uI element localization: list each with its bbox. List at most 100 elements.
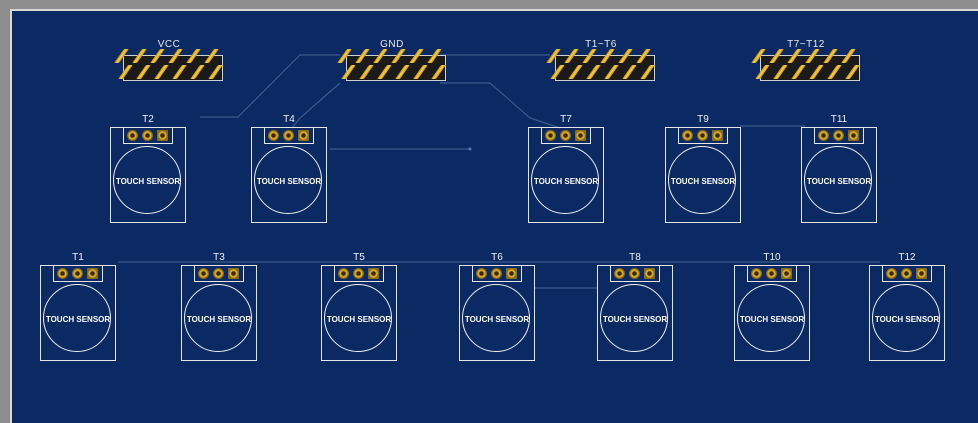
solder-pad [682,130,693,141]
touch-pad-circle [737,284,805,352]
sensor-outline [181,265,257,361]
solder-pad [781,268,792,279]
sensor-text: TOUCH SENSOR [670,177,736,186]
touch-pad-circle [600,284,668,352]
sensor-label: T10 [763,252,781,263]
solder-pad [368,268,379,279]
solder-pad [886,268,897,279]
header-label: T1~T6 [585,39,617,50]
sensor-label: T1 [72,252,84,263]
solder-pad [87,268,98,279]
touch-sensor-t2: TOUCH SENSOR T2 [110,114,186,223]
sensor-label: T6 [491,252,503,263]
sensor-connector [747,265,797,282]
sensor-connector [264,127,314,144]
sensor-label: T4 [283,114,295,125]
header-label: GND [380,39,404,50]
sensor-label: T12 [898,252,916,263]
sensor-connector [194,265,244,282]
touch-pad-circle [324,284,392,352]
solder-pad [268,130,279,141]
solder-pad [712,130,723,141]
solder-pad [901,268,912,279]
sensor-text: TOUCH SENSOR [533,177,599,186]
solder-pad [228,268,239,279]
solder-pad [213,268,224,279]
sensor-connector [541,127,591,144]
sensor-connector [882,265,932,282]
solder-pad [575,130,586,141]
sensor-outline [665,127,741,223]
touch-sensor-t11: TOUCH SENSOR T11 [801,114,877,223]
touch-sensor-t7: TOUCH SENSOR T7 [528,114,604,223]
sensor-outline [321,265,397,361]
touch-pad-circle [872,284,940,352]
solder-pad [833,130,844,141]
solder-pad [57,268,68,279]
touch-pad-circle [254,146,322,214]
sensor-outline [110,127,186,223]
touch-sensor-t4: TOUCH SENSOR T4 [251,114,327,223]
pin-header-t1t6: T1~T6 [545,39,657,85]
sensor-outline [801,127,877,223]
touch-sensor-t1: TOUCH SENSOR T1 [40,252,116,361]
sensor-outline [528,127,604,223]
sensor-text: TOUCH SENSOR [806,177,872,186]
touch-pad-circle [531,146,599,214]
sensor-connector [610,265,660,282]
solder-pad [127,130,138,141]
sensor-label: T2 [142,114,154,125]
sensor-label: T7 [560,114,572,125]
solder-pad [283,130,294,141]
solder-pad [198,268,209,279]
solder-pad [506,268,517,279]
touch-sensor-t12: TOUCH SENSOR T12 [869,252,945,361]
pin-header-vcc: VCC [113,39,225,85]
sensor-label: T8 [629,252,641,263]
sensor-outline [869,265,945,361]
solder-pad [142,130,153,141]
solder-pad [72,268,83,279]
sensor-outline [40,265,116,361]
solder-pad [545,130,556,141]
solder-pad [157,130,168,141]
solder-pad [560,130,571,141]
sensor-outline [597,265,673,361]
sensor-connector [123,127,173,144]
sensor-label: T5 [353,252,365,263]
sensor-connector [814,127,864,144]
touch-pad-circle [184,284,252,352]
touch-pad-circle [668,146,736,214]
solder-pad [298,130,309,141]
sensor-outline [251,127,327,223]
sensor-connector [472,265,522,282]
sensor-text: TOUCH SENSOR [602,315,668,324]
sensor-text: TOUCH SENSOR [256,177,322,186]
sensor-text: TOUCH SENSOR [739,315,805,324]
sensor-label: T3 [213,252,225,263]
solder-pad [353,268,364,279]
solder-pad [338,268,349,279]
touch-pad-circle [113,146,181,214]
touch-sensor-t6: TOUCH SENSOR T6 [459,252,535,361]
sensor-connector [334,265,384,282]
sensor-text: TOUCH SENSOR [115,177,181,186]
solder-pad [629,268,640,279]
solder-pad [916,268,927,279]
sensor-connector [678,127,728,144]
sensor-outline [459,265,535,361]
touch-pad-circle [804,146,872,214]
sensor-text: TOUCH SENSOR [326,315,392,324]
sensor-text: TOUCH SENSOR [874,315,940,324]
sensor-connector [53,265,103,282]
touch-pad-circle [462,284,530,352]
header-label: VCC [157,39,181,50]
solder-pad [766,268,777,279]
solder-pad [644,268,655,279]
solder-pad [848,130,859,141]
sensor-label: T11 [830,114,848,125]
sensor-text: TOUCH SENSOR [186,315,252,324]
touch-sensor-t8: TOUCH SENSOR T8 [597,252,673,361]
sensor-text: TOUCH SENSOR [464,315,530,324]
sensor-text: TOUCH SENSOR [45,315,111,324]
